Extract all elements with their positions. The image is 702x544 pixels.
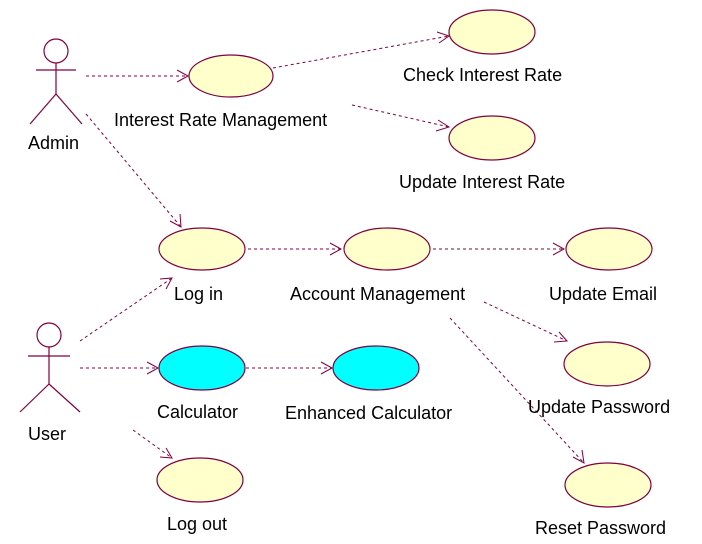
use-case-label-log-out: Log out [167, 514, 228, 534]
association-log-in-to-account-management [248, 242, 343, 256]
use-case-label-update-password: Update Password [528, 397, 671, 417]
actor-user-label: User [28, 424, 67, 444]
association-account-management-to-update-password [483, 301, 569, 343]
use-case-label-log-in: Log in [174, 284, 224, 304]
use-case-label-reset-password: Reset Password [535, 518, 667, 538]
association-irm-to-check-interest-rate [272, 31, 451, 69]
association-user-to-calculator [80, 361, 160, 375]
use-case-label-interest-rate-management: Interest Rate Management [114, 110, 328, 130]
association-calculator-to-enhanced-calculator [246, 361, 334, 375]
use-case-log-in [158, 227, 246, 271]
association-admin-to-interest-rate-management [86, 69, 190, 83]
use-case-check-interest-rate [448, 9, 536, 55]
use-case-update-email [565, 227, 653, 271]
use-case-label-account-management: Account Management [290, 284, 466, 304]
association-user-to-log-in [79, 277, 173, 342]
use-case-label-check-interest-rate: Check Interest Rate [403, 65, 563, 85]
use-case-calculator [158, 345, 246, 391]
use-case-interest-rate-management [188, 54, 274, 98]
use-case-label-update-email: Update Email [549, 284, 658, 304]
association-irm-to-update-interest-rate [351, 104, 451, 132]
association-user-to-log-out [132, 429, 173, 459]
use-case-update-password [563, 341, 651, 387]
use-case-label-calculator: Calculator [157, 402, 239, 422]
association-account-management-to-update-email [433, 242, 566, 256]
use-case-reset-password [564, 462, 652, 508]
use-case-enhanced-calculator [332, 345, 420, 391]
association-admin-to-log-in [85, 113, 182, 228]
use-case-log-out [156, 457, 244, 503]
use-case-update-interest-rate [448, 115, 536, 161]
use-case-label-update-interest-rate: Update Interest Rate [399, 172, 566, 192]
actor-admin-label: Admin [28, 133, 80, 153]
actor-admin-figure [29, 38, 83, 125]
actor-user-figure [19, 322, 81, 413]
use-case-label-enhanced-calculator: Enhanced Calculator [285, 403, 453, 423]
association-account-management-to-reset-password [449, 317, 585, 464]
use-case-account-management [343, 227, 431, 271]
